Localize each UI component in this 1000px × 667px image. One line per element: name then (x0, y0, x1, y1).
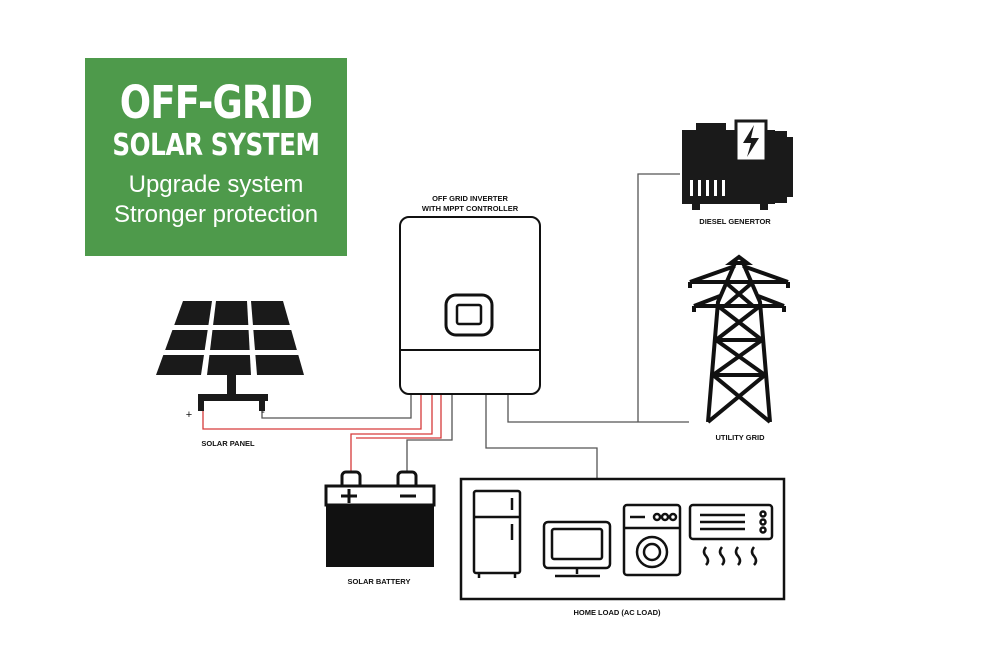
solar-panel-negative: - (261, 406, 265, 418)
home-load-box (459, 477, 786, 601)
battery-icon (324, 470, 436, 567)
title-banner: OFF-GRID SOLAR SYSTEM Upgrade system Str… (85, 58, 347, 256)
utility-tower-icon (688, 254, 790, 424)
banner-subtitle-line1: Upgrade system (128, 171, 304, 198)
monitor-icon (542, 520, 612, 578)
banner-subtitle-line2: Stronger protection (113, 201, 319, 228)
home-load-label: HOME LOAD (AC LOAD) (573, 608, 661, 617)
battery-plus-icon (341, 489, 357, 503)
inverter-display-icon (444, 293, 494, 337)
wire-battery-positive (350, 394, 433, 472)
wire-generator (637, 173, 680, 422)
utility-label: UTILITY GRID (715, 433, 765, 442)
wire-battery-negative (406, 394, 453, 472)
wire-solar-positive (202, 394, 422, 430)
solar-panel-label: SOLAR PANEL (201, 439, 255, 448)
diesel-generator-icon (682, 119, 793, 210)
solar-panel-icon (156, 301, 304, 411)
wires (202, 173, 689, 479)
washing-machine-icon (622, 503, 682, 577)
generator-label: DIESEL GENERTOR (699, 217, 771, 226)
wire-solar-negative (261, 394, 412, 419)
fridge-icon (472, 489, 522, 578)
inverter-label-line1: OFF GRID INVERTER (432, 194, 508, 203)
wire-battery-positive-2 (356, 394, 442, 439)
battery-label: SOLAR BATTERY (348, 577, 411, 586)
banner-title-line2: SOLAR SYSTEM (112, 128, 320, 163)
lightning-icon (743, 125, 759, 157)
banner-title-line1: OFF-GRID (119, 76, 313, 129)
wire-home-load (485, 394, 598, 479)
solar-panel-positive: + (186, 409, 192, 421)
air-conditioner-icon (688, 503, 774, 566)
wire-utility (507, 394, 689, 423)
inverter-label-line2: WITH MPPT CONTROLLER (422, 204, 519, 213)
inverter (399, 216, 541, 395)
